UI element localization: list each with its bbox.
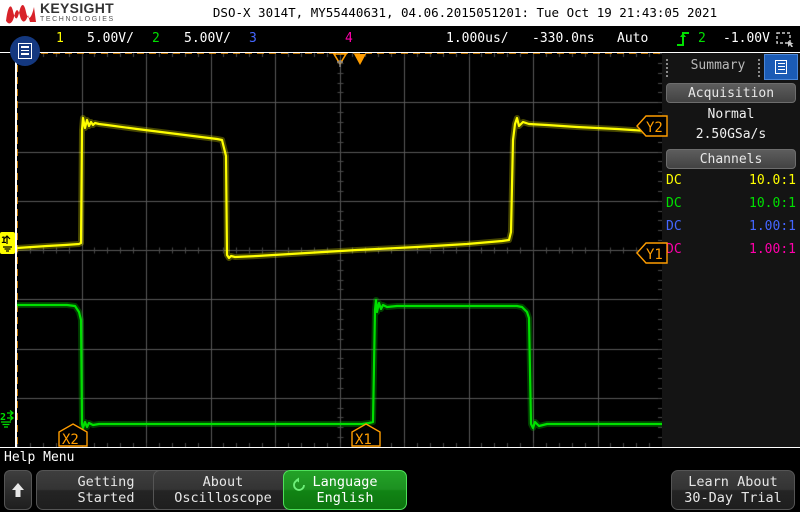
channel-row-2[interactable]: DC 10.0:1 <box>662 196 800 216</box>
svg-text:Y2: Y2 <box>646 120 663 136</box>
svg-text:Y1: Y1 <box>646 247 663 263</box>
svg-text:2: 2 <box>0 412 6 423</box>
title-bar: KEYSIGHT TECHNOLOGIES DSO-X 3014T, MY554… <box>0 0 800 26</box>
softkey-learn-about-trial[interactable]: Learn About 30-Day Trial <box>671 470 795 510</box>
plot-bottom-border <box>0 447 800 448</box>
ch1-probe: 10.0:1 <box>749 173 796 188</box>
cursor-x2-flag[interactable]: X2 <box>57 423 89 447</box>
rising-edge-icon[interactable] <box>676 31 690 47</box>
ch4-coupling: DC <box>666 242 682 257</box>
rotate-icon <box>293 477 305 491</box>
trigger-position-marker-icon[interactable] <box>352 53 368 67</box>
acquisition-header[interactable]: Acquisition <box>666 83 796 103</box>
softkey-line2: Started <box>77 490 135 506</box>
svg-text:X1: X1 <box>355 432 372 447</box>
waveform-glow-ch2 <box>17 297 662 431</box>
softkey-line2: Oscilloscope <box>174 490 272 506</box>
ch2-number[interactable]: 2 <box>152 31 160 46</box>
waveform-trace-ch1 <box>17 116 662 260</box>
softkey-line1: Getting <box>77 474 135 490</box>
instrument-title: DSO-X 3014T, MY55440631, 04.06.201505120… <box>212 5 718 20</box>
ch2-ground-marker[interactable]: 2 <box>0 409 15 431</box>
trigger-level[interactable]: -1.00V <box>723 31 770 46</box>
sidebar-header[interactable]: Summary <box>662 53 800 80</box>
channel-row-3[interactable]: DC 1.00:1 <box>662 219 800 239</box>
waveform-traces <box>17 53 662 447</box>
ch4-number[interactable]: 4 <box>345 31 353 46</box>
ground-symbol-icon: 1 <box>1 235 12 252</box>
ch3-probe: 1.00:1 <box>749 219 796 234</box>
sidebar-title: Summary <box>690 58 746 73</box>
ch2-scale[interactable]: 5.00V/ <box>184 31 231 46</box>
ch4-probe: 1.00:1 <box>749 242 796 257</box>
back-button[interactable] <box>4 470 32 510</box>
softkey-line1: About <box>202 474 244 490</box>
cursor-x1-flag[interactable]: X1 <box>350 423 382 447</box>
cursor-y2-flag[interactable]: Y2 <box>636 115 668 137</box>
acquisition-mode: Normal <box>707 107 755 122</box>
menu-title: Help Menu <box>4 450 75 465</box>
softkey-line2: English <box>316 490 374 506</box>
sweep-mode[interactable]: Auto <box>617 31 649 46</box>
ch2-coupling: DC <box>666 196 682 211</box>
channel-row-1[interactable]: DC 10.0:1 <box>662 173 800 193</box>
keysight-logo: KEYSIGHT TECHNOLOGIES <box>4 1 134 25</box>
waveform-trace-ch2 <box>17 298 662 430</box>
ch3-number[interactable]: 3 <box>249 31 257 46</box>
softkey-language[interactable]: Language English <box>283 470 407 510</box>
ch3-coupling: DC <box>666 219 682 234</box>
svg-text:1: 1 <box>1 236 6 246</box>
summary-sidebar: Summary Acquisition Normal 2.50GSa/s Cha… <box>662 53 800 447</box>
cursor-y1-flag[interactable]: Y1 <box>636 242 668 264</box>
softkey-line2: 30-Day Trial <box>684 490 782 506</box>
plot-top-border <box>0 52 800 53</box>
channels-header[interactable]: Channels <box>666 149 796 169</box>
softkey-getting-started[interactable]: Getting Started <box>36 470 176 510</box>
trigger-delay-marker-icon[interactable] <box>332 53 348 67</box>
hamburger-menu-icon[interactable] <box>10 36 40 66</box>
ch2-probe: 10.0:1 <box>749 196 796 211</box>
channel-row-4[interactable]: DC 1.00:1 <box>662 242 800 262</box>
ch1-number[interactable]: 1 <box>56 31 64 46</box>
ground-symbol-icon: 2 <box>0 410 15 428</box>
brand-subtitle: TECHNOLOGIES <box>40 16 115 23</box>
waveform-glow-ch1 <box>17 115 662 261</box>
sample-rate: 2.50GSa/s <box>695 127 767 142</box>
svg-text:X2: X2 <box>62 432 79 447</box>
trigger-delay[interactable]: -330.0ns <box>532 31 595 46</box>
brand-name: KEYSIGHT <box>40 0 114 16</box>
softkey-about-oscilloscope[interactable]: About Oscilloscope <box>153 470 293 510</box>
timebase-scale[interactable]: 1.000us/ <box>446 31 509 46</box>
screen-capture-icon[interactable] <box>776 32 794 47</box>
ch1-coupling: DC <box>666 173 682 188</box>
settings-bar: 1 5.00V/ 2 5.00V/ 3 4 1.000us/ -330.0ns … <box>0 26 800 52</box>
drag-handle-left-icon[interactable] <box>666 59 671 77</box>
softkey-line1: Language <box>312 474 378 490</box>
sidebar-menu-icon[interactable] <box>764 54 798 80</box>
ch1-scale[interactable]: 5.00V/ <box>87 31 134 46</box>
drag-handle-right-icon[interactable] <box>758 59 763 77</box>
trigger-source[interactable]: 2 <box>698 31 706 46</box>
ch1-ground-marker[interactable]: 1 <box>0 232 15 254</box>
up-arrow-icon <box>12 483 24 497</box>
softkey-bar: Help Menu Getting Started About Oscillos… <box>0 448 800 512</box>
softkey-line1: Learn About <box>688 474 778 490</box>
waveform-display[interactable] <box>15 53 664 447</box>
